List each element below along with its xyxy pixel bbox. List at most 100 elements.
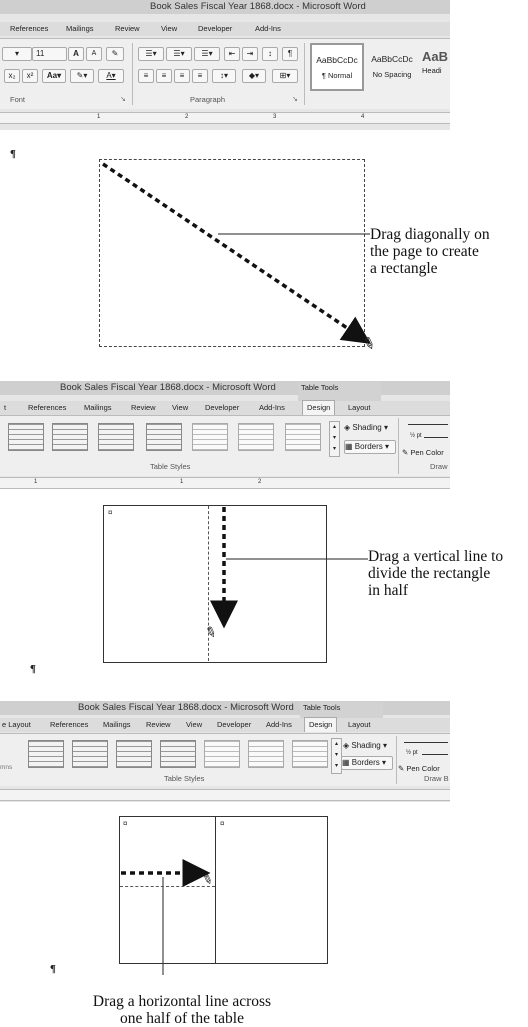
table-style-thumbnail[interactable] [192, 423, 228, 451]
font-dialog-launcher-icon[interactable]: ↘ [120, 96, 126, 103]
tab-mailings[interactable]: Mailings [66, 24, 94, 33]
bullets-button[interactable]: ☰▾ [138, 47, 164, 61]
style-name: Headi [422, 66, 442, 75]
subscript-button[interactable]: x₂ [4, 69, 20, 83]
shading-button[interactable]: ◈ Shading ▾ [344, 423, 388, 432]
numbering-button[interactable]: ☰▾ [166, 47, 192, 61]
table-column-border[interactable] [215, 816, 216, 963]
tab-design[interactable]: Design [304, 717, 338, 732]
gallery-scrollbar[interactable]: ▴▾▾ [329, 421, 340, 457]
ribbon-design: mns ▴▾▾ Table Styles ◈ Shading ▾ ▦ Borde… [0, 733, 450, 786]
multilevel-list-button[interactable]: ☰▾ [194, 47, 220, 61]
borders-button[interactable]: ▦ Borders ▾ [341, 756, 393, 770]
table-style-thumbnail[interactable] [238, 423, 274, 451]
table-style-thumbnail[interactable] [248, 740, 284, 768]
tab-developer[interactable]: Developer [205, 403, 240, 412]
font-color-button[interactable]: A▾ [98, 69, 124, 83]
tab-references[interactable]: References [28, 403, 67, 412]
tab-review[interactable]: Review [146, 720, 171, 729]
border-button[interactable]: ⊞▾ [272, 69, 298, 83]
pen-color-button[interactable]: ✎ Pen Color [398, 764, 440, 773]
tab-layout[interactable]: Layout [348, 403, 371, 412]
context-tab-label: Table Tools [301, 383, 339, 392]
highlight-button[interactable]: ✎▾ [70, 69, 94, 83]
horizontal-ruler[interactable]: 1 2 3 4 [0, 112, 450, 124]
tab-design[interactable]: Design [302, 400, 336, 415]
tab-view[interactable]: View [172, 403, 189, 412]
tab-references[interactable]: References [10, 24, 49, 33]
change-case-button[interactable]: Aa▾ [42, 69, 66, 83]
decrease-indent-button[interactable]: ⇤ [224, 47, 240, 61]
horizontal-divider-preview [120, 886, 215, 887]
tab-mailings[interactable]: Mailings [103, 720, 131, 729]
table-style-thumbnail[interactable] [116, 740, 152, 768]
table-style-thumbnail[interactable] [292, 740, 328, 768]
ribbon-tabs: t References Mailings Review View Develo… [0, 400, 450, 415]
tab-developer[interactable]: Developer [198, 24, 233, 33]
tab-view[interactable]: View [186, 720, 203, 729]
ruler-mark: 3 [273, 114, 277, 120]
tab-review[interactable]: Review [131, 403, 156, 412]
table-styles-group-label: Table Styles [164, 774, 205, 783]
window-title: Book Sales Fiscal Year 1868.docx - Micro… [78, 702, 294, 713]
pen-style-line[interactable] [404, 742, 448, 743]
table-style-thumbnail[interactable] [28, 740, 64, 768]
table-style-thumbnail[interactable] [52, 423, 88, 451]
table-style-thumbnail[interactable] [72, 740, 108, 768]
table-style-thumbnail[interactable] [98, 423, 134, 451]
clear-format-button[interactable]: ✎ [106, 47, 124, 61]
table-single-cell[interactable] [103, 505, 327, 663]
font-size-dropdown[interactable]: 11 [32, 47, 67, 61]
style-normal[interactable]: AaBbCcDc ¶ Normal [310, 43, 364, 91]
table-style-thumbnail[interactable] [285, 423, 321, 451]
style-name: ¶ Normal [321, 71, 353, 80]
ruler-mark: 1 [34, 479, 38, 485]
paragraph-mark: ¶ [30, 663, 36, 675]
tab-add-ins[interactable]: Add-Ins [255, 24, 281, 33]
tab-review[interactable]: Review [115, 24, 140, 33]
tab-add-ins[interactable]: Add-Ins [259, 403, 285, 412]
horizontal-ruler[interactable] [0, 789, 450, 801]
borders-button[interactable]: ▦ Borders ▾ [344, 440, 396, 454]
drawn-rectangle-outline [99, 159, 365, 347]
shrink-font-button[interactable]: A [86, 47, 102, 61]
paragraph-dialog-launcher-icon[interactable]: ↘ [292, 96, 298, 103]
font-name-dropdown[interactable]: ▾ [2, 47, 32, 61]
paragraph-mark: ¶ [10, 148, 16, 160]
shading-button[interactable]: ◈ Shading ▾ [343, 741, 387, 750]
tab-view[interactable]: View [161, 24, 178, 33]
pen-style-line[interactable] [408, 424, 448, 425]
shading-button[interactable]: ◆▾ [242, 69, 266, 83]
sort-button[interactable]: ↕ [262, 47, 278, 61]
pen-weight-line [424, 437, 448, 438]
justify-button[interactable]: ≡ [192, 69, 208, 83]
style-heading[interactable]: AaB Headi [422, 45, 450, 87]
tab-mailings[interactable]: Mailings [84, 403, 112, 412]
style-no-spacing[interactable]: AaBbCcDc No Spacing [366, 45, 418, 87]
pen-weight-label[interactable]: ½ pt [406, 750, 418, 756]
table-style-thumbnail[interactable] [204, 740, 240, 768]
align-left-button[interactable]: ≡ [138, 69, 154, 83]
table-two-cells[interactable] [119, 816, 328, 964]
shading-label: Shading [352, 423, 382, 432]
line-spacing-button[interactable]: ↕▾ [212, 69, 236, 83]
table-style-thumbnail[interactable] [8, 423, 44, 451]
tab-layout[interactable]: Layout [348, 720, 371, 729]
pen-color-button[interactable]: ✎ Pen Color [402, 448, 444, 457]
table-style-thumbnail[interactable] [146, 423, 182, 451]
superscript-button[interactable]: x² [22, 69, 38, 83]
increase-indent-button[interactable]: ⇥ [242, 47, 258, 61]
tab-references[interactable]: References [50, 720, 89, 729]
tab-developer[interactable]: Developer [217, 720, 252, 729]
tab-partial[interactable]: t [4, 403, 7, 412]
align-right-button[interactable]: ≡ [174, 69, 190, 83]
horizontal-ruler[interactable]: 1 1 2 [0, 477, 450, 489]
tab-partial[interactable]: e Layout [2, 720, 31, 729]
grow-font-button[interactable]: A [68, 47, 84, 61]
tab-add-ins[interactable]: Add-Ins [266, 720, 292, 729]
show-hide-button[interactable]: ¶ [282, 47, 298, 61]
table-style-thumbnail[interactable] [160, 740, 196, 768]
pen-weight-label[interactable]: ½ pt [410, 433, 422, 439]
ruler-mark: 2 [185, 114, 189, 120]
align-center-button[interactable]: ≡ [156, 69, 172, 83]
